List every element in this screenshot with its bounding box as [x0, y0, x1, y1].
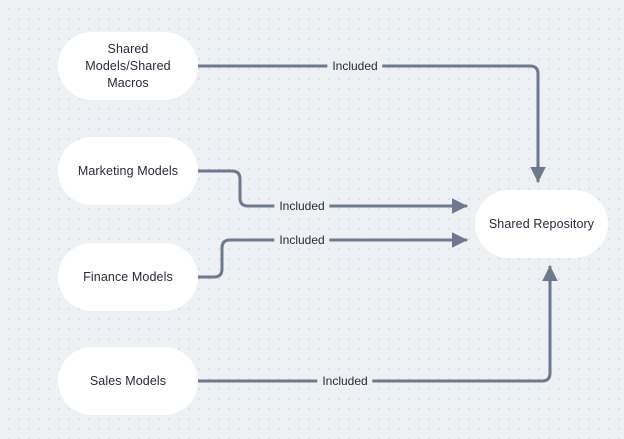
node-finance-models[interactable]: Finance Models	[58, 243, 198, 311]
edge-path-sales-models	[196, 265, 558, 383]
edge-label-sales-models: Included	[317, 373, 373, 389]
node-marketing-models[interactable]: Marketing Models	[58, 137, 198, 205]
node-shared-repository[interactable]: Shared Repository	[475, 190, 608, 258]
node-finance-models-label: Finance Models	[83, 269, 173, 284]
edge-path-shared-models	[196, 64, 546, 183]
node-shared-repository-label: Shared Repository	[488, 216, 595, 231]
node-shared-models-line2: Models/Shared	[85, 58, 171, 73]
edge-label-marketing-models: Included	[274, 198, 330, 214]
node-marketing-models-label: Marketing Models	[77, 163, 179, 178]
node-sales-models-label: Sales Models	[89, 373, 167, 388]
edge-path-finance-models	[196, 232, 468, 279]
edge-path-marketing-models	[196, 169, 468, 214]
edge-label-shared-models: Included	[327, 58, 383, 74]
node-shared-models-line3: Macros	[107, 75, 149, 90]
node-shared-models-line1: Shared	[107, 41, 149, 56]
node-shared-models[interactable]: Shared Models/Shared Macros	[58, 32, 198, 100]
node-sales-models[interactable]: Sales Models	[58, 347, 198, 415]
edge-label-finance-models: Included	[274, 232, 330, 248]
